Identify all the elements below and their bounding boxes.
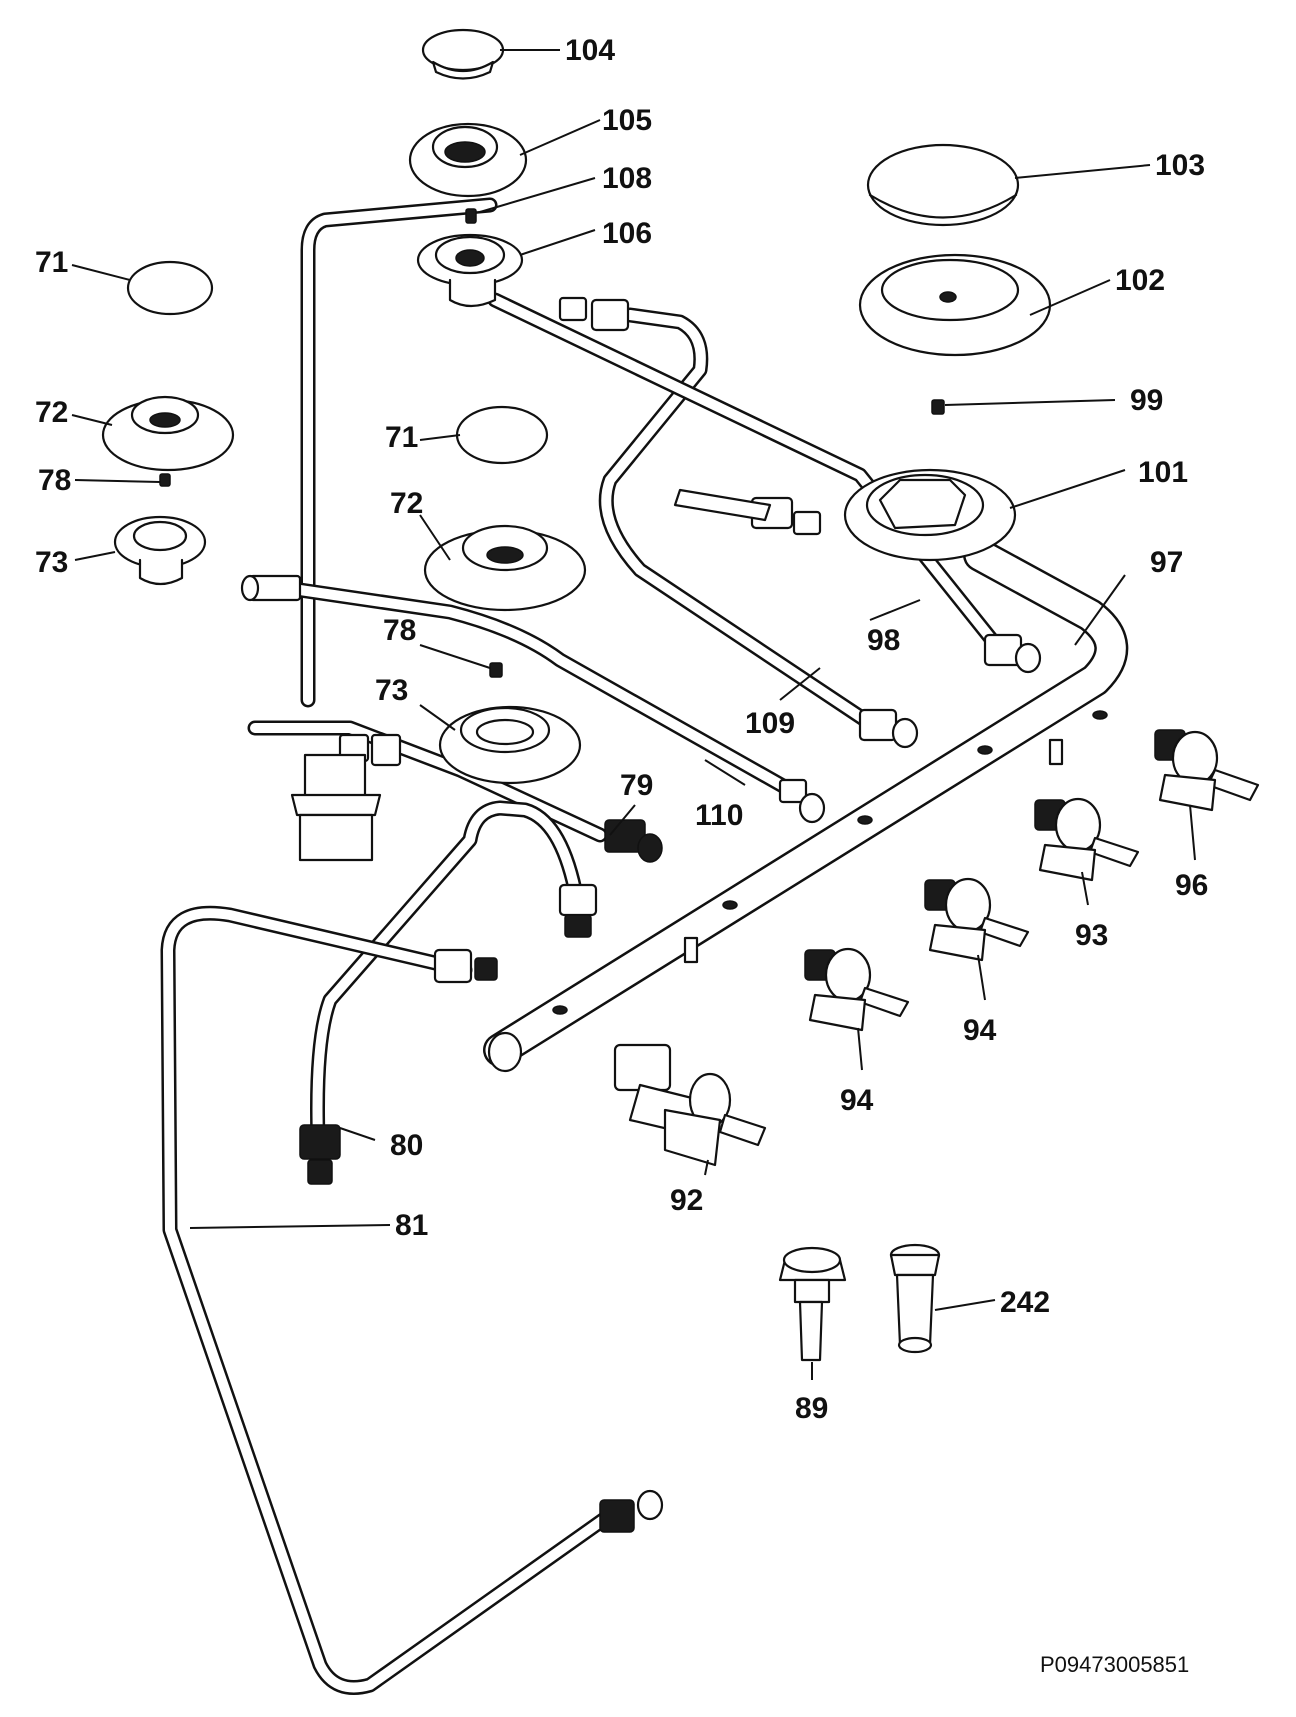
- label-108: 108: [602, 162, 652, 195]
- tube-81: [160, 905, 618, 1695]
- label-242: 242: [1000, 1286, 1050, 1319]
- leader-lines: [71, 49, 1196, 1380]
- label-109: 109: [745, 707, 795, 740]
- burner-crown-101: [843, 468, 1017, 562]
- label-101: 101: [1138, 456, 1188, 489]
- label-72-center: 72: [390, 487, 423, 520]
- label-79: 79: [620, 769, 653, 802]
- gas-valve-94-upper: [924, 877, 1030, 962]
- burner-cap-104: [421, 28, 505, 80]
- burner-cap-71-center: [455, 405, 549, 465]
- burner-cap-103: [866, 143, 1020, 227]
- burner-crown-73-left: [113, 515, 207, 586]
- label-78-center: 78: [383, 614, 416, 647]
- label-94-upper: 94: [963, 1014, 997, 1047]
- burner-crown-106: [416, 233, 524, 308]
- label-98: 98: [867, 624, 900, 657]
- screw-78-center: [489, 662, 503, 678]
- burner-crown-73-center: [438, 705, 582, 785]
- flame-spreader-105: [408, 122, 528, 198]
- flame-spreader-72-left: [101, 395, 235, 472]
- label-89: 89: [795, 1392, 828, 1425]
- label-80: 80: [390, 1129, 423, 1162]
- label-72-left: 72: [35, 396, 68, 429]
- flame-spreader-72-center: [423, 524, 587, 612]
- tube-79: [247, 720, 608, 843]
- gas-valve-93: [1034, 797, 1140, 882]
- label-71-left: 71: [35, 246, 68, 279]
- tube-80: [310, 800, 583, 1148]
- screw-78-left: [159, 473, 171, 487]
- label-71-center: 71: [385, 421, 418, 454]
- gas-valve-96: [1154, 729, 1260, 812]
- label-97: 97: [1150, 546, 1183, 579]
- hose-nozzle-89: [778, 1246, 847, 1362]
- part-number-labels: 104 105 108 106 103 102 99 101 97 98 71 …: [35, 34, 1208, 1677]
- label-93: 93: [1075, 919, 1108, 952]
- gas-valve-92: [613, 1043, 767, 1167]
- tube-109: [300, 197, 888, 738]
- nipple-242: [889, 1243, 941, 1354]
- burner-cap-71-left: [126, 260, 214, 316]
- tube-110: [292, 582, 798, 798]
- label-73-center: 73: [375, 674, 408, 707]
- label-105: 105: [602, 104, 652, 137]
- tube-98: [487, 292, 1008, 658]
- label-78-left: 78: [38, 464, 71, 497]
- label-102: 102: [1115, 264, 1165, 297]
- label-73-left: 73: [35, 546, 68, 579]
- screw-108: [465, 208, 477, 224]
- tube-fittings: [240, 296, 1042, 1533]
- gas-manifold-rail-97: [483, 538, 1129, 1073]
- label-103: 103: [1155, 149, 1205, 182]
- drawing-code: P09473005851: [1040, 1652, 1189, 1677]
- label-104: 104: [565, 34, 615, 67]
- label-96: 96: [1175, 869, 1208, 902]
- threaded-connector: [290, 753, 382, 862]
- label-110: 110: [695, 799, 743, 832]
- screw-99: [931, 399, 945, 415]
- label-81: 81: [395, 1209, 428, 1242]
- label-106: 106: [602, 217, 652, 250]
- gas-valve-94-lower: [804, 947, 910, 1032]
- label-99: 99: [1130, 384, 1163, 417]
- label-92: 92: [670, 1184, 703, 1217]
- flame-spreader-102: [858, 253, 1052, 357]
- label-94-lower: 94: [840, 1084, 874, 1117]
